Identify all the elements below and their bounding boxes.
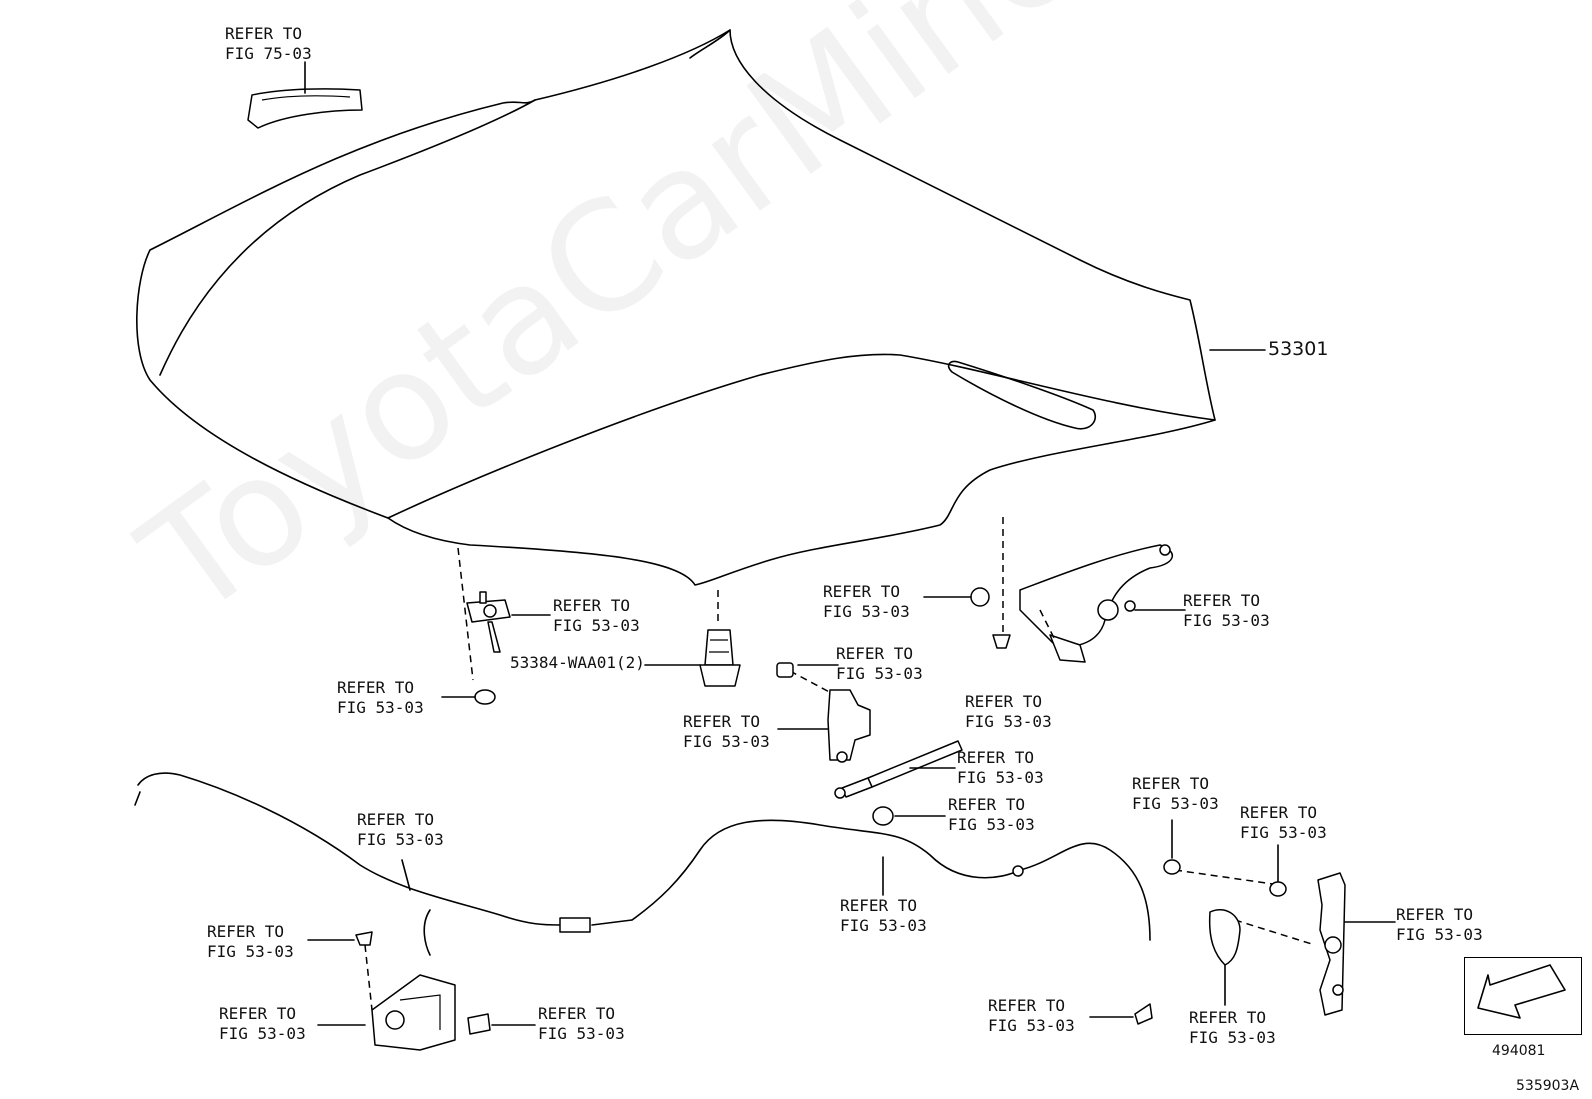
hood-panel (136, 29, 1216, 586)
hood-cushion (644, 629, 741, 687)
lock-retainer (467, 1013, 536, 1035)
side-hinge (1163, 819, 1396, 1016)
legend-code: 494081 (1492, 1043, 1546, 1059)
label-hood-part-53301: 53301 (1268, 338, 1329, 360)
hood-support (776, 662, 963, 826)
view-arrow-icon (1477, 964, 1566, 1019)
figure-code: 535903A (1516, 1078, 1580, 1094)
view-legend-box (1464, 957, 1582, 1035)
label-cushion-part: 53384-WAA01(2) (510, 653, 645, 672)
release-cable (134, 772, 1151, 956)
emblem-garnish (247, 61, 363, 129)
hood-hinge (923, 544, 1186, 663)
hood-lock (317, 974, 456, 1051)
hood-striker (466, 591, 551, 653)
hood-striker-nut (441, 689, 496, 705)
cable-clamp (1089, 1003, 1153, 1025)
hood-lock-clip (307, 931, 373, 946)
